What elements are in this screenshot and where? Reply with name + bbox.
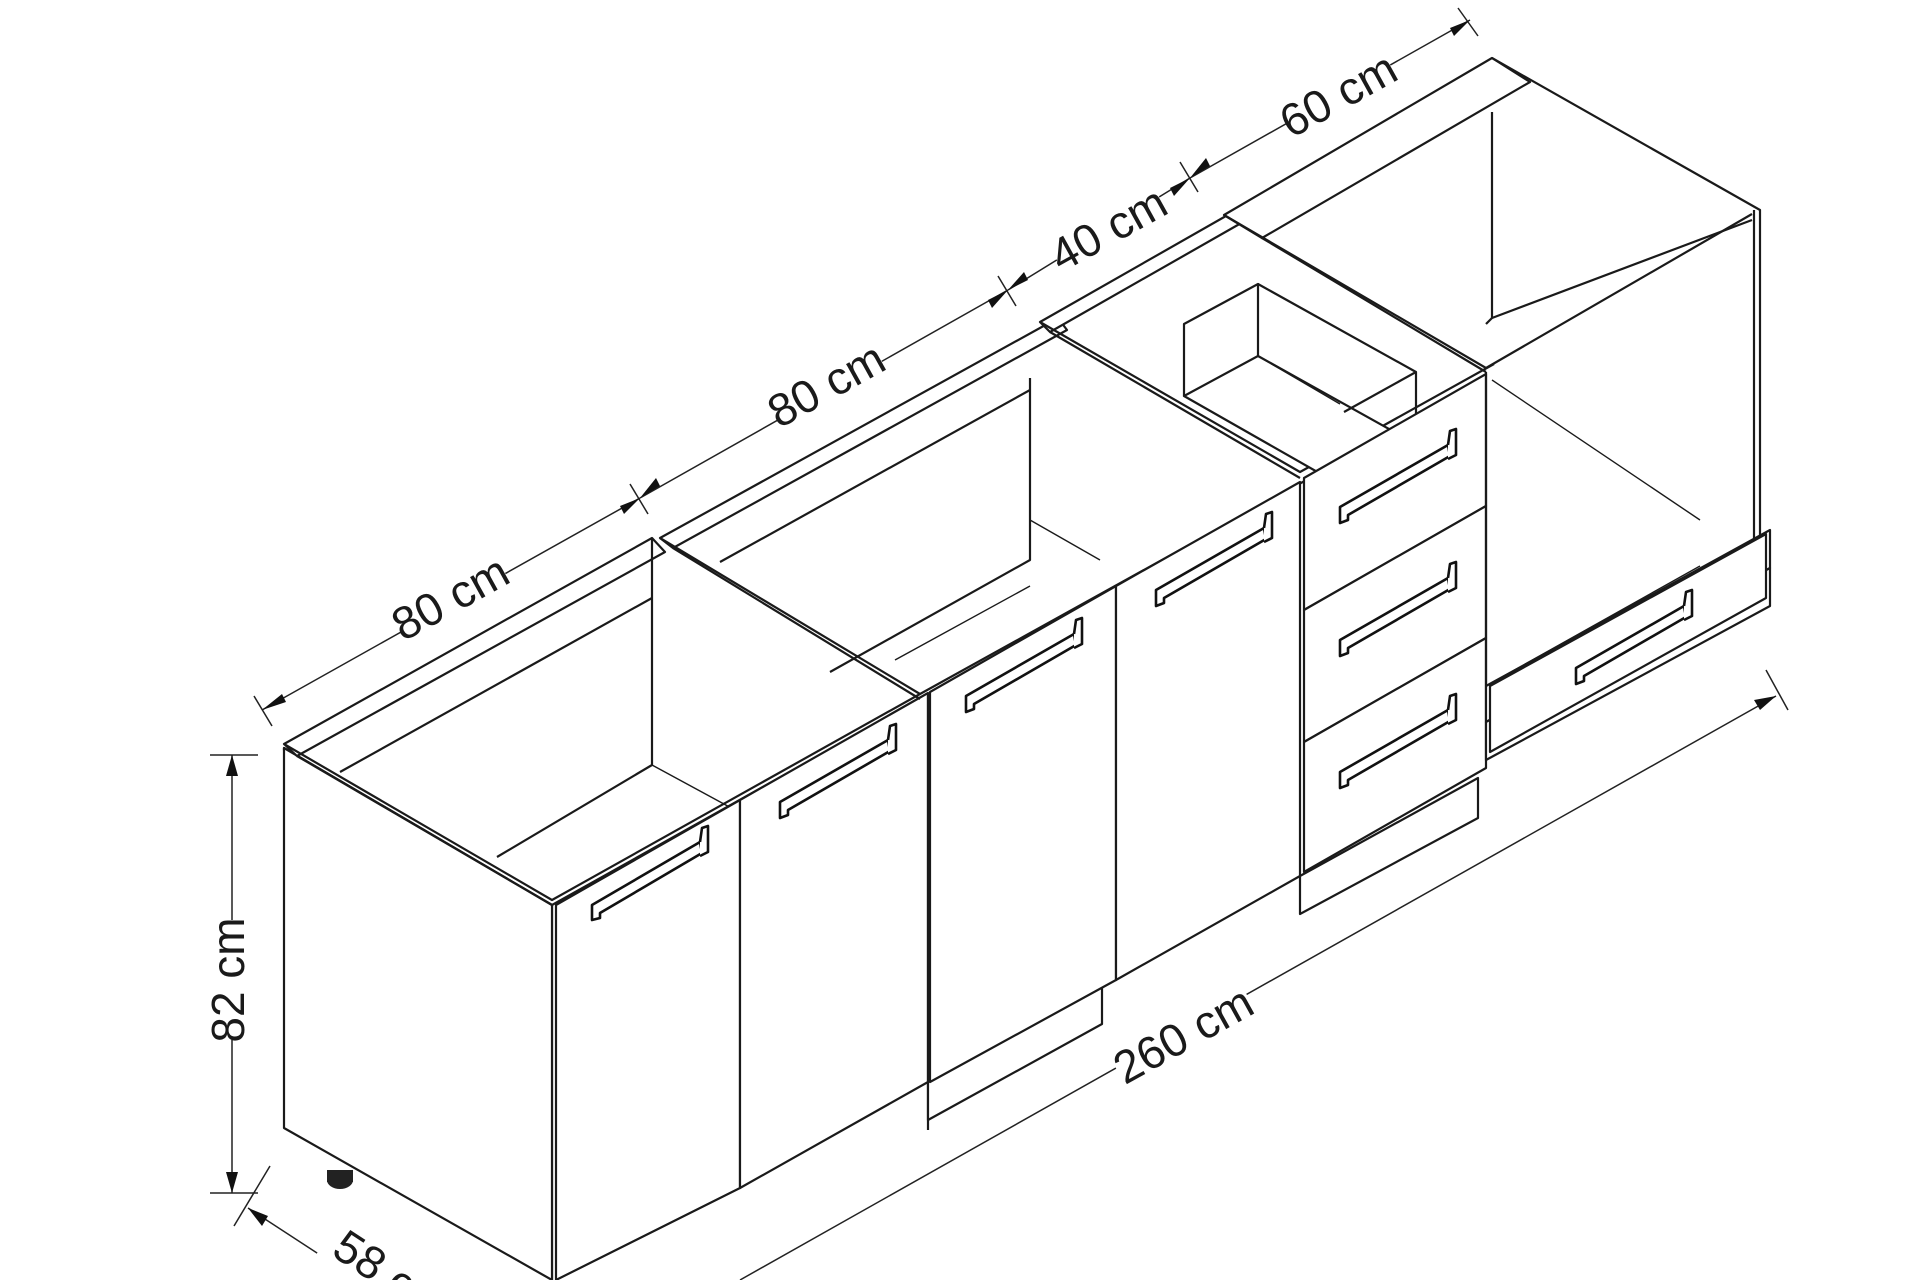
dimension-label-height: 82 cm	[202, 917, 254, 1042]
door-handle-icon	[1072, 616, 1084, 650]
drawer-handle-icon	[1446, 427, 1458, 461]
drawer-handle-icon	[1682, 588, 1694, 622]
door-handle-icon	[698, 824, 710, 858]
drawer-handle-icon	[1446, 560, 1458, 594]
cabinet-1-door-left[interactable]	[554, 798, 742, 1280]
dimension-arrow-icon	[226, 755, 238, 776]
dimension-arrow-icon	[620, 498, 640, 514]
cabinet-1	[282, 536, 921, 1280]
dimension-arrow-icon	[1190, 158, 1210, 178]
cabinet-1-door-right[interactable]	[738, 691, 930, 1190]
cabinet-2-door-left[interactable]	[928, 584, 1118, 1084]
cabinet-3-drawer-3[interactable]	[1302, 636, 1488, 874]
door-handle-icon	[1262, 510, 1274, 544]
dimension-arrow-icon	[1450, 20, 1470, 36]
cabinet-4-bottom-drawer[interactable]	[1488, 532, 1768, 754]
dimension-arrow-icon	[640, 478, 660, 498]
dimension-arrow-icon	[248, 1208, 268, 1226]
dimension-arrow-icon	[988, 290, 1008, 308]
door-handle-icon	[886, 722, 898, 756]
dimension-arrow-icon	[262, 694, 286, 710]
drawer-handle-icon	[1446, 692, 1458, 726]
dimension-label-backgrounds	[200, 46, 1406, 1280]
cabinet-3-drawer-2[interactable]	[1302, 504, 1488, 744]
dimension-arrow-icon	[1008, 272, 1028, 290]
cabinet-2-door-right[interactable]	[1114, 480, 1302, 982]
dimension-arrow-icon	[1754, 696, 1776, 710]
dimension-arrow-icon	[226, 1172, 238, 1193]
dimension-arrow-icon	[1170, 178, 1190, 196]
